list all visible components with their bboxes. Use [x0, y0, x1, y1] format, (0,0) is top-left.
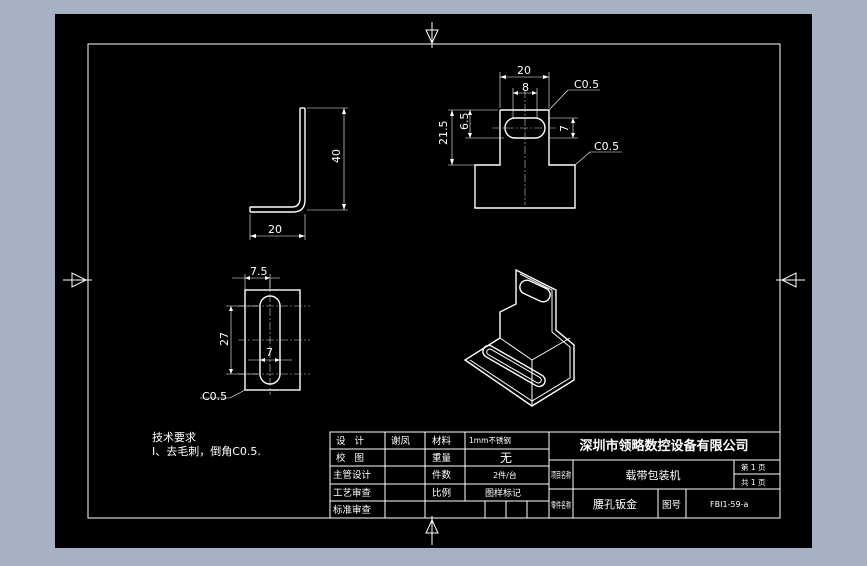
top-chamfer-side-label: C0.5 — [594, 140, 619, 153]
top-slot-width-dim: 8 — [522, 81, 529, 94]
top-slot-height-dim: 7 — [558, 125, 571, 132]
designer-name: 谢凤 — [391, 435, 411, 447]
top-slot-offset-dim: 6.5 — [458, 113, 471, 131]
label-scale: 比例 — [432, 487, 451, 499]
page-total: 共 1 页 — [741, 478, 766, 487]
front-view — [249, 107, 348, 240]
front-width-dim: 20 — [268, 223, 282, 236]
top-width-dim: 20 — [517, 64, 531, 77]
material-value: 1mm不锈钢 — [469, 435, 511, 445]
centering-marks — [63, 22, 805, 545]
drawing-no: FBI1-59-a — [710, 500, 748, 509]
side-chamfer-label: C0.5 — [202, 390, 227, 403]
part-name: 腰孔钣金 — [593, 497, 637, 511]
label-part: 零件名称 — [551, 500, 571, 511]
weight-value: 无 — [500, 451, 512, 465]
label-lead-design: 主管设计 — [333, 469, 372, 481]
front-height-dim: 40 — [330, 149, 343, 163]
label-design: 设 计 — [336, 435, 365, 447]
label-weight: 重量 — [432, 452, 452, 464]
iso-upper-slot — [519, 279, 551, 303]
label-project: 项目名称 — [551, 470, 571, 481]
side-slot-length-dim: 27 — [218, 332, 231, 346]
isometric-view — [463, 268, 575, 407]
side-spacing-dim: 7 — [266, 346, 273, 359]
title-block — [329, 431, 781, 519]
project-name: 载带包装机 — [626, 468, 681, 482]
drawing-sheet — [55, 14, 812, 548]
label-standard-review: 标准审查 — [333, 504, 372, 516]
notes-heading: 技术要求 — [152, 431, 196, 444]
top-height-dim: 21.5 — [437, 121, 450, 146]
label-check: 校 图 — [336, 452, 364, 464]
iso-lower-slot — [482, 344, 546, 388]
count-value: 2件/台 — [493, 470, 517, 480]
label-material: 材料 — [432, 435, 452, 447]
side-view — [200, 274, 310, 399]
side-slot-width-dim: 7.5 — [250, 265, 268, 278]
label-drawing-no: 图号 — [662, 500, 681, 511]
scale-mark: 图样标记 — [485, 487, 521, 499]
top-chamfer-label: C0.5 — [574, 78, 599, 91]
notes-line1: I、去毛刺，倒角C0.5. — [152, 445, 261, 458]
label-count: 件数 — [432, 469, 452, 481]
top-view — [448, 72, 622, 209]
page-number: 第 1 页 — [741, 462, 766, 472]
company-name: 深圳市领略数控设备有限公司 — [579, 438, 748, 454]
label-process-review: 工艺审查 — [333, 487, 372, 499]
